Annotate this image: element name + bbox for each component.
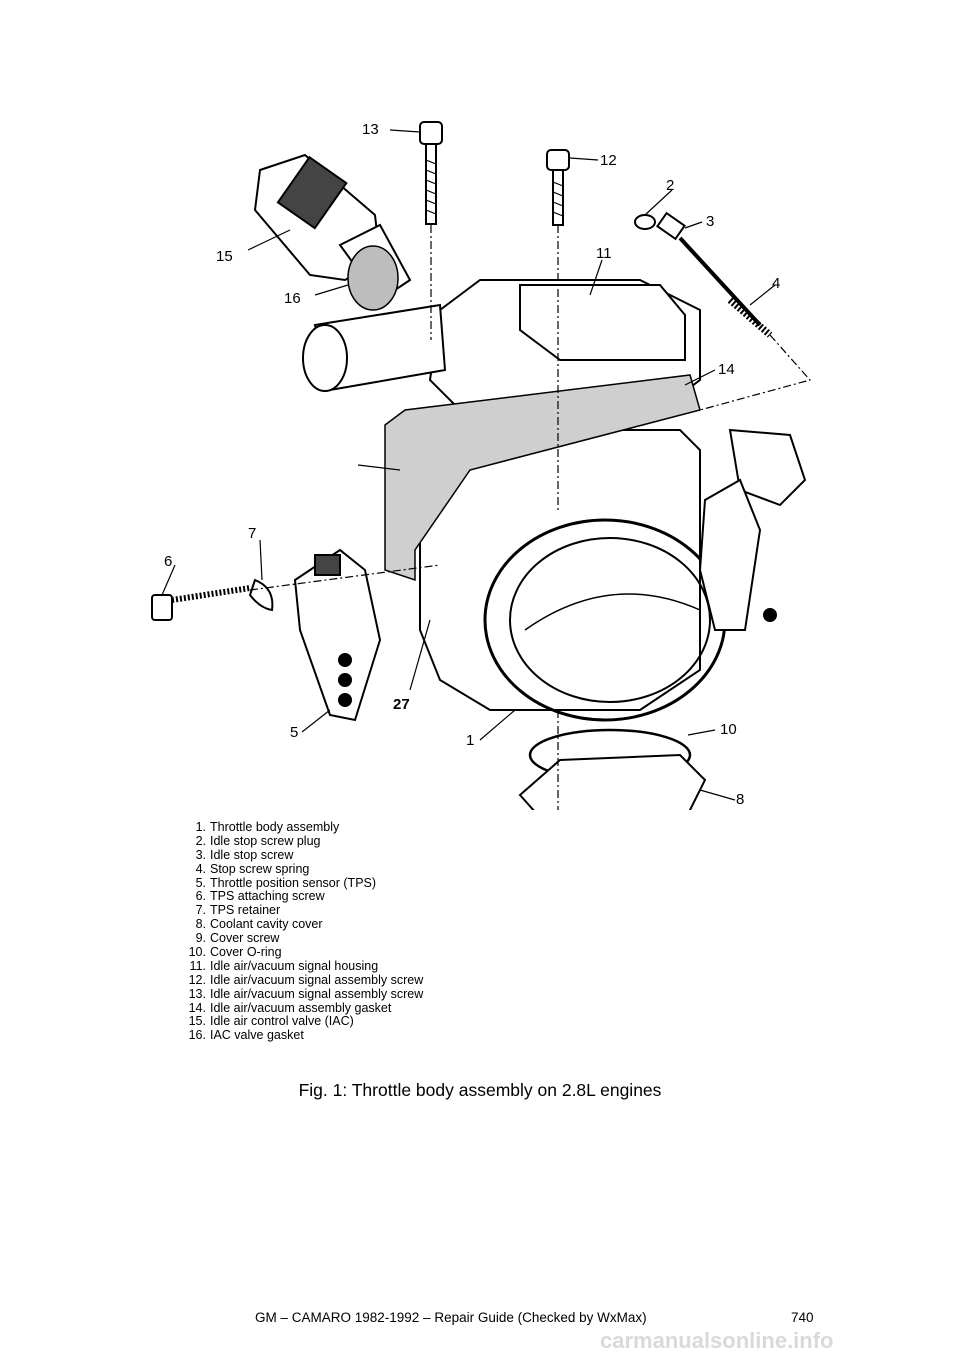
callout-4: 4	[772, 275, 780, 292]
legend-number: 5.	[195, 875, 206, 890]
throttle-plate	[524, 593, 701, 631]
legend-number: 16.	[188, 1028, 206, 1043]
legend-number: 13.	[188, 986, 206, 1001]
throttle-body-exploded-diagram: 13 12 2 3 11 15 16 4 14 7 6 27 5 1 10 8 …	[140, 110, 830, 810]
legend-label: IAC valve gasket	[210, 1028, 304, 1043]
callout-15: 15	[216, 248, 233, 265]
figure-caption: Fig. 1: Throttle body assembly on 2.8L e…	[298, 1080, 662, 1100]
legend-label: Idle stop screw plug	[210, 833, 321, 848]
callout-1: 1	[466, 732, 474, 749]
iac-gasket	[347, 245, 399, 311]
diagram-svg: 13 12 2 3 11 15 16 4 14 7 6 27 5 1 10 8 …	[151, 121, 812, 810]
legend-number: 6.	[195, 889, 206, 904]
legend-item: 16. IAC valve gasket	[186, 1028, 546, 1043]
tps-retainer	[248, 578, 274, 612]
legend-label: Idle air control valve (IAC)	[210, 1014, 354, 1029]
legend-number: 7.	[195, 903, 206, 918]
callout-16: 16	[284, 290, 301, 307]
legend-item: 4. Stop screw spring	[186, 861, 546, 877]
housing-tube-end	[302, 324, 348, 392]
legend-number: 4.	[195, 861, 206, 876]
legend-label: Cover O-ring	[210, 945, 282, 960]
legend-label: TPS attaching screw	[210, 889, 325, 904]
footer-title: GM – CAMARO 1982-1992 – Repair Guide (Ch…	[255, 1310, 647, 1325]
legend-label: Idle air/vacuum signal housing	[210, 958, 379, 973]
callout-leaders	[161, 129, 776, 801]
coolant-cavity-cover	[518, 753, 707, 810]
legend-item: 13. Idle air/vacuum signal assembly screw	[186, 986, 546, 1002]
callout-5: 5	[290, 724, 298, 741]
idle-stop-screw-parts	[634, 211, 773, 338]
legend-item: 10. Cover O-ring	[186, 945, 546, 960]
legend-item: 5. Throttle position sensor (TPS)	[186, 875, 546, 891]
idle-air-housing-cover	[519, 284, 686, 361]
callout-2: 2	[666, 177, 674, 194]
legend-number: 8.	[195, 917, 206, 932]
legend-item: 2. Idle stop screw plug	[186, 833, 546, 849]
legend-number: 12.	[188, 972, 206, 987]
legend-item: 15. Idle air control valve (IAC)	[186, 1015, 546, 1029]
housing-gasket	[384, 374, 701, 582]
page-number: 740	[791, 1310, 814, 1325]
legend-item: 8. Coolant cavity cover	[186, 917, 546, 932]
legend-label: Stop screw spring	[210, 861, 310, 876]
legend-label: Idle stop screw	[210, 847, 294, 862]
legend-item: 9. Cover screw	[186, 931, 546, 946]
screw-13	[419, 121, 443, 225]
legend-item: 11. Idle air/vacuum signal housing	[186, 958, 546, 974]
legend-item: 6. TPS attaching screw	[186, 890, 546, 904]
legend-label: Coolant cavity cover	[210, 917, 323, 932]
legend-item: 1. Throttle body assembly	[186, 820, 546, 835]
legend-number: 9.	[195, 931, 206, 946]
legend-number: 10.	[188, 945, 206, 960]
callout-8: 8	[736, 791, 744, 808]
throttle-bore-inner	[509, 537, 711, 703]
legend-label: Idle air/vacuum assembly gasket	[210, 1000, 392, 1015]
parts-legend: 1. Throttle body assembly 2. Idle stop scre…	[186, 820, 546, 1043]
legend-number: 2.	[195, 833, 206, 848]
legend-number: 3.	[195, 847, 206, 862]
legend-item: 7. TPS retainer	[186, 903, 546, 918]
assembly-guide-lines	[249, 225, 812, 810]
callout-10: 10	[720, 721, 737, 738]
screw-12	[546, 149, 570, 226]
tps-sensor	[293, 548, 382, 722]
legend-number: 1.	[195, 820, 206, 834]
callout-labels: 13 12 2 3 11 15 16 4 14 7 6 27 5 1 10 8 …	[164, 121, 780, 808]
callout-13: 13	[362, 121, 379, 138]
legend-label: Throttle position sensor (TPS)	[210, 875, 377, 890]
legend-label: Throttle body assembly	[210, 820, 340, 834]
legend-number: 15.	[188, 1014, 206, 1029]
legend-item: 14. Idle air/vacuum assembly gasket	[186, 1000, 546, 1016]
watermark: carmanualsonline.info	[600, 1328, 834, 1353]
callout-7: 7	[248, 525, 256, 542]
legend-number: 14.	[188, 1000, 206, 1015]
legend-item: 3. Idle stop screw	[186, 847, 546, 863]
legend-number: 11.	[189, 958, 206, 973]
legend-item: 12. Idle air/vacuum signal assembly screw	[186, 972, 546, 988]
tps-screw	[151, 585, 251, 621]
throttle-linkage	[698, 428, 807, 631]
legend-label: Cover screw	[210, 931, 280, 946]
callout-14: 14	[718, 361, 735, 378]
callout-12: 12	[600, 152, 617, 169]
callout-11: 11	[596, 245, 612, 262]
legend-label: TPS retainer	[210, 903, 281, 918]
legend-label: Idle air/vacuum signal assembly screw	[210, 986, 424, 1001]
callout-6: 6	[164, 553, 172, 570]
callout-3: 3	[706, 213, 714, 230]
legend-label: Idle air/vacuum signal assembly screw	[210, 972, 424, 987]
callout-27: 27	[393, 696, 410, 713]
